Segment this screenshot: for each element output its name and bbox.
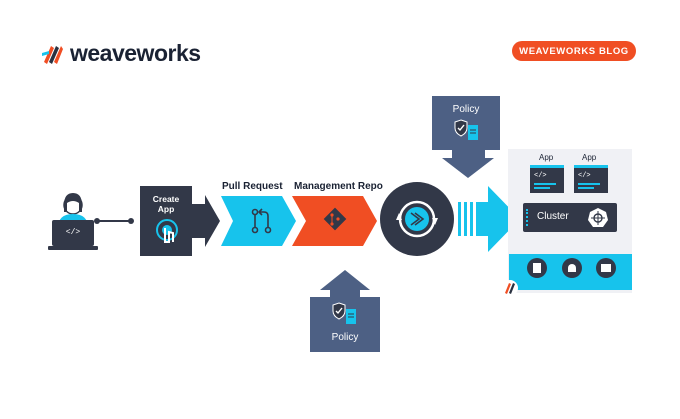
- code-window-icon: </>: [534, 172, 547, 180]
- pull-request-chevron: [221, 196, 296, 246]
- brand-logo[interactable]: weaveworks: [42, 40, 201, 67]
- policy-top-label: Policy: [452, 104, 480, 115]
- app-1-label: App: [539, 153, 554, 162]
- dashboard-icon[interactable]: [596, 258, 616, 278]
- deploy-arrow: [476, 186, 520, 252]
- brand-name: weaveworks: [70, 40, 201, 66]
- policy-top-node[interactable]: Policy: [432, 96, 500, 150]
- document-icon[interactable]: [527, 258, 547, 278]
- git-pull-request-icon: [251, 208, 272, 234]
- code-window-icon: </>: [578, 172, 591, 180]
- app-1-window[interactable]: </>: [530, 165, 564, 193]
- shield-check-icon: [454, 119, 478, 140]
- app-2-label: App: [582, 153, 597, 162]
- developer-code-label: </>: [65, 228, 81, 237]
- alert-icon[interactable]: [562, 258, 582, 278]
- weaveworks-logo-icon: [42, 45, 63, 64]
- shield-check-icon: [332, 302, 356, 324]
- laptop-icon: [48, 220, 98, 250]
- cluster-node[interactable]: Cluster: [523, 203, 617, 232]
- cluster-label: Cluster: [537, 211, 569, 222]
- create-app-label: Create App: [152, 194, 180, 214]
- blog-button[interactable]: WEAVEWORKS BLOG: [512, 41, 636, 61]
- policy-bottom-label: Policy: [331, 332, 359, 343]
- pull-request-label: Pull Request: [222, 181, 283, 192]
- kubernetes-icon: [588, 208, 608, 227]
- policy-bottom-node[interactable]: Policy: [310, 297, 380, 352]
- weaveworks-logo-icon: [502, 280, 518, 296]
- flux-gitops-icon: [380, 182, 454, 256]
- touch-icon: [156, 219, 178, 243]
- app-2-window[interactable]: </>: [574, 165, 608, 193]
- create-app-node[interactable]: Create App: [140, 186, 192, 256]
- management-repo-label: Management Repo: [294, 181, 383, 192]
